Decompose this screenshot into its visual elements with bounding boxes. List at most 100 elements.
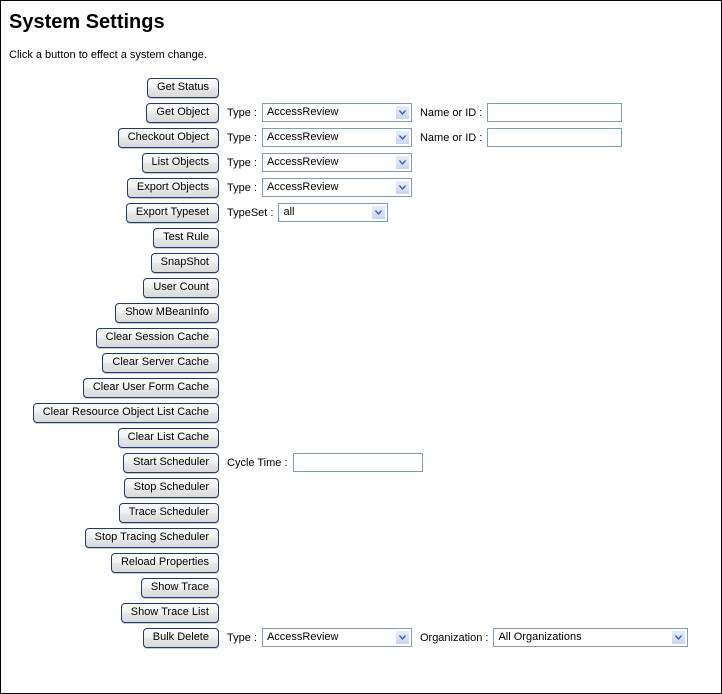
button-column: Get Status (1, 77, 219, 98)
settings-row-get-status: Get Status (1, 75, 721, 100)
get-status-button[interactable]: Get Status (147, 77, 219, 98)
snapshot-button[interactable]: SnapShot (150, 252, 219, 273)
bulk-delete-button[interactable]: Bulk Delete (142, 627, 219, 648)
type-label: Type : (227, 131, 257, 144)
checkout-object-name-or-id-input[interactable] (487, 128, 623, 147)
page-instructions: Click a button to effect a system change… (9, 49, 207, 61)
checkout-object-type-select-value: AccessReview (266, 131, 339, 143)
type-label: Type : (227, 181, 257, 194)
list-objects-button[interactable]: List Objects (141, 152, 219, 173)
button-column: Stop Scheduler (1, 477, 219, 498)
button-column: Export Objects (1, 177, 219, 198)
cycle-time-label: Cycle Time : (227, 456, 288, 469)
settings-row-user-count: User Count (1, 275, 721, 300)
get-object-type-select[interactable]: AccessReview (261, 103, 412, 122)
button-column: Stop Tracing Scheduler (1, 527, 219, 548)
export-objects-type-select[interactable]: AccessReview (261, 178, 412, 197)
checkout-object-button[interactable]: Checkout Object (117, 127, 219, 148)
button-column: Checkout Object (1, 127, 219, 148)
start-scheduler-button[interactable]: Start Scheduler (123, 452, 219, 473)
button-column: User Count (1, 277, 219, 298)
clear-server-cache-button[interactable]: Clear Server Cache (102, 352, 219, 373)
button-column: Reload Properties (1, 552, 219, 573)
stop-scheduler-button[interactable]: Stop Scheduler (123, 477, 219, 498)
button-column: Show Trace List (1, 602, 219, 623)
button-column: Bulk Delete (1, 627, 219, 648)
settings-row-list-objects: List Objects Type : AccessReview (1, 150, 721, 175)
button-column: Clear Session Cache (1, 327, 219, 348)
name-or-id-label: Name or ID : (419, 131, 483, 144)
chevron-down-icon[interactable] (394, 155, 410, 170)
chevron-down-icon[interactable] (671, 630, 687, 645)
type-label: Type : (227, 631, 257, 644)
export-objects-button[interactable]: Export Objects (126, 177, 219, 198)
settings-row-clear-server-cache: Clear Server Cache (1, 350, 721, 375)
bulk-delete-organization-select-value: All Organizations (498, 631, 582, 643)
get-object-type-select-value: AccessReview (266, 106, 339, 118)
export-typeset-button[interactable]: Export Typeset (125, 202, 219, 223)
show-trace-button[interactable]: Show Trace (140, 577, 219, 598)
export-typeset-typeset-select-value: all (283, 206, 295, 218)
type-label: Type : (227, 106, 257, 119)
settings-row-start-scheduler: Start Scheduler Cycle Time : (1, 450, 721, 475)
typeset-label: TypeSet : (227, 206, 274, 219)
bulk-delete-type-select[interactable]: AccessReview (261, 628, 412, 647)
organization-label: Organization : (419, 631, 489, 644)
list-objects-type-select[interactable]: AccessReview (261, 153, 412, 172)
bulk-delete-type-select-value: AccessReview (266, 631, 339, 643)
export-typeset-typeset-select[interactable]: all (278, 203, 389, 222)
button-column: Start Scheduler (1, 452, 219, 473)
get-object-button[interactable]: Get Object (146, 102, 219, 123)
stop-tracing-scheduler-button[interactable]: Stop Tracing Scheduler (84, 527, 219, 548)
chevron-down-icon[interactable] (371, 205, 387, 220)
clear-list-cache-button[interactable]: Clear List Cache (117, 427, 219, 448)
settings-row-export-objects: Export Objects Type : AccessReview (1, 175, 721, 200)
checkout-object-type-select[interactable]: AccessReview (261, 128, 412, 147)
settings-row-clear-resource-object-list-cache: Clear Resource Object List Cache (1, 400, 721, 425)
settings-row-show-trace-list: Show Trace List (1, 600, 721, 625)
get-object-name-or-id-input[interactable] (487, 103, 623, 122)
settings-row-checkout-object: Checkout Object Type : AccessReview Name or… (1, 125, 721, 150)
list-objects-type-select-value: AccessReview (266, 156, 339, 168)
chevron-down-icon[interactable] (394, 105, 410, 120)
type-label: Type : (227, 156, 257, 169)
settings-row-reload-properties: Reload Properties (1, 550, 721, 575)
button-column: Clear Server Cache (1, 352, 219, 373)
settings-row-clear-list-cache: Clear List Cache (1, 425, 721, 450)
reload-properties-button[interactable]: Reload Properties (110, 552, 219, 573)
settings-row-show-trace: Show Trace (1, 575, 721, 600)
clear-session-cache-button[interactable]: Clear Session Cache (95, 327, 219, 348)
button-column: Show Trace (1, 577, 219, 598)
chevron-down-icon[interactable] (394, 130, 410, 145)
chevron-down-icon[interactable] (394, 180, 410, 195)
button-column: Get Object (1, 102, 219, 123)
settings-row-clear-session-cache: Clear Session Cache (1, 325, 721, 350)
user-count-button[interactable]: User Count (143, 277, 219, 298)
show-mbeaninfo-button[interactable]: Show MBeanInfo (115, 302, 219, 323)
button-column: Trace Scheduler (1, 502, 219, 523)
clear-resource-object-list-cache-button[interactable]: Clear Resource Object List Cache (32, 402, 219, 423)
button-column: Clear List Cache (1, 427, 219, 448)
cycle-time-input[interactable] (292, 453, 423, 472)
settings-row-test-rule: Test Rule (1, 225, 721, 250)
button-column: Show MBeanInfo (1, 302, 219, 323)
settings-row-clear-user-form-cache: Clear User Form Cache (1, 375, 721, 400)
test-rule-button[interactable]: Test Rule (153, 227, 219, 248)
clear-user-form-cache-button[interactable]: Clear User Form Cache (82, 377, 219, 398)
settings-row-trace-scheduler: Trace Scheduler (1, 500, 721, 525)
settings-row-export-typeset: Export Typeset TypeSet : all (1, 200, 721, 225)
chevron-down-icon[interactable] (394, 630, 410, 645)
button-column: Test Rule (1, 227, 219, 248)
settings-row-snapshot: SnapShot (1, 250, 721, 275)
bulk-delete-organization-select[interactable]: All Organizations (493, 628, 689, 647)
settings-row-stop-tracing-scheduler: Stop Tracing Scheduler (1, 525, 721, 550)
export-objects-type-select-value: AccessReview (266, 181, 339, 193)
button-column: Clear Resource Object List Cache (1, 402, 219, 423)
button-column: Export Typeset (1, 202, 219, 223)
trace-scheduler-button[interactable]: Trace Scheduler (118, 502, 219, 523)
show-trace-list-button[interactable]: Show Trace List (120, 602, 219, 623)
page-title: System Settings (9, 11, 165, 33)
